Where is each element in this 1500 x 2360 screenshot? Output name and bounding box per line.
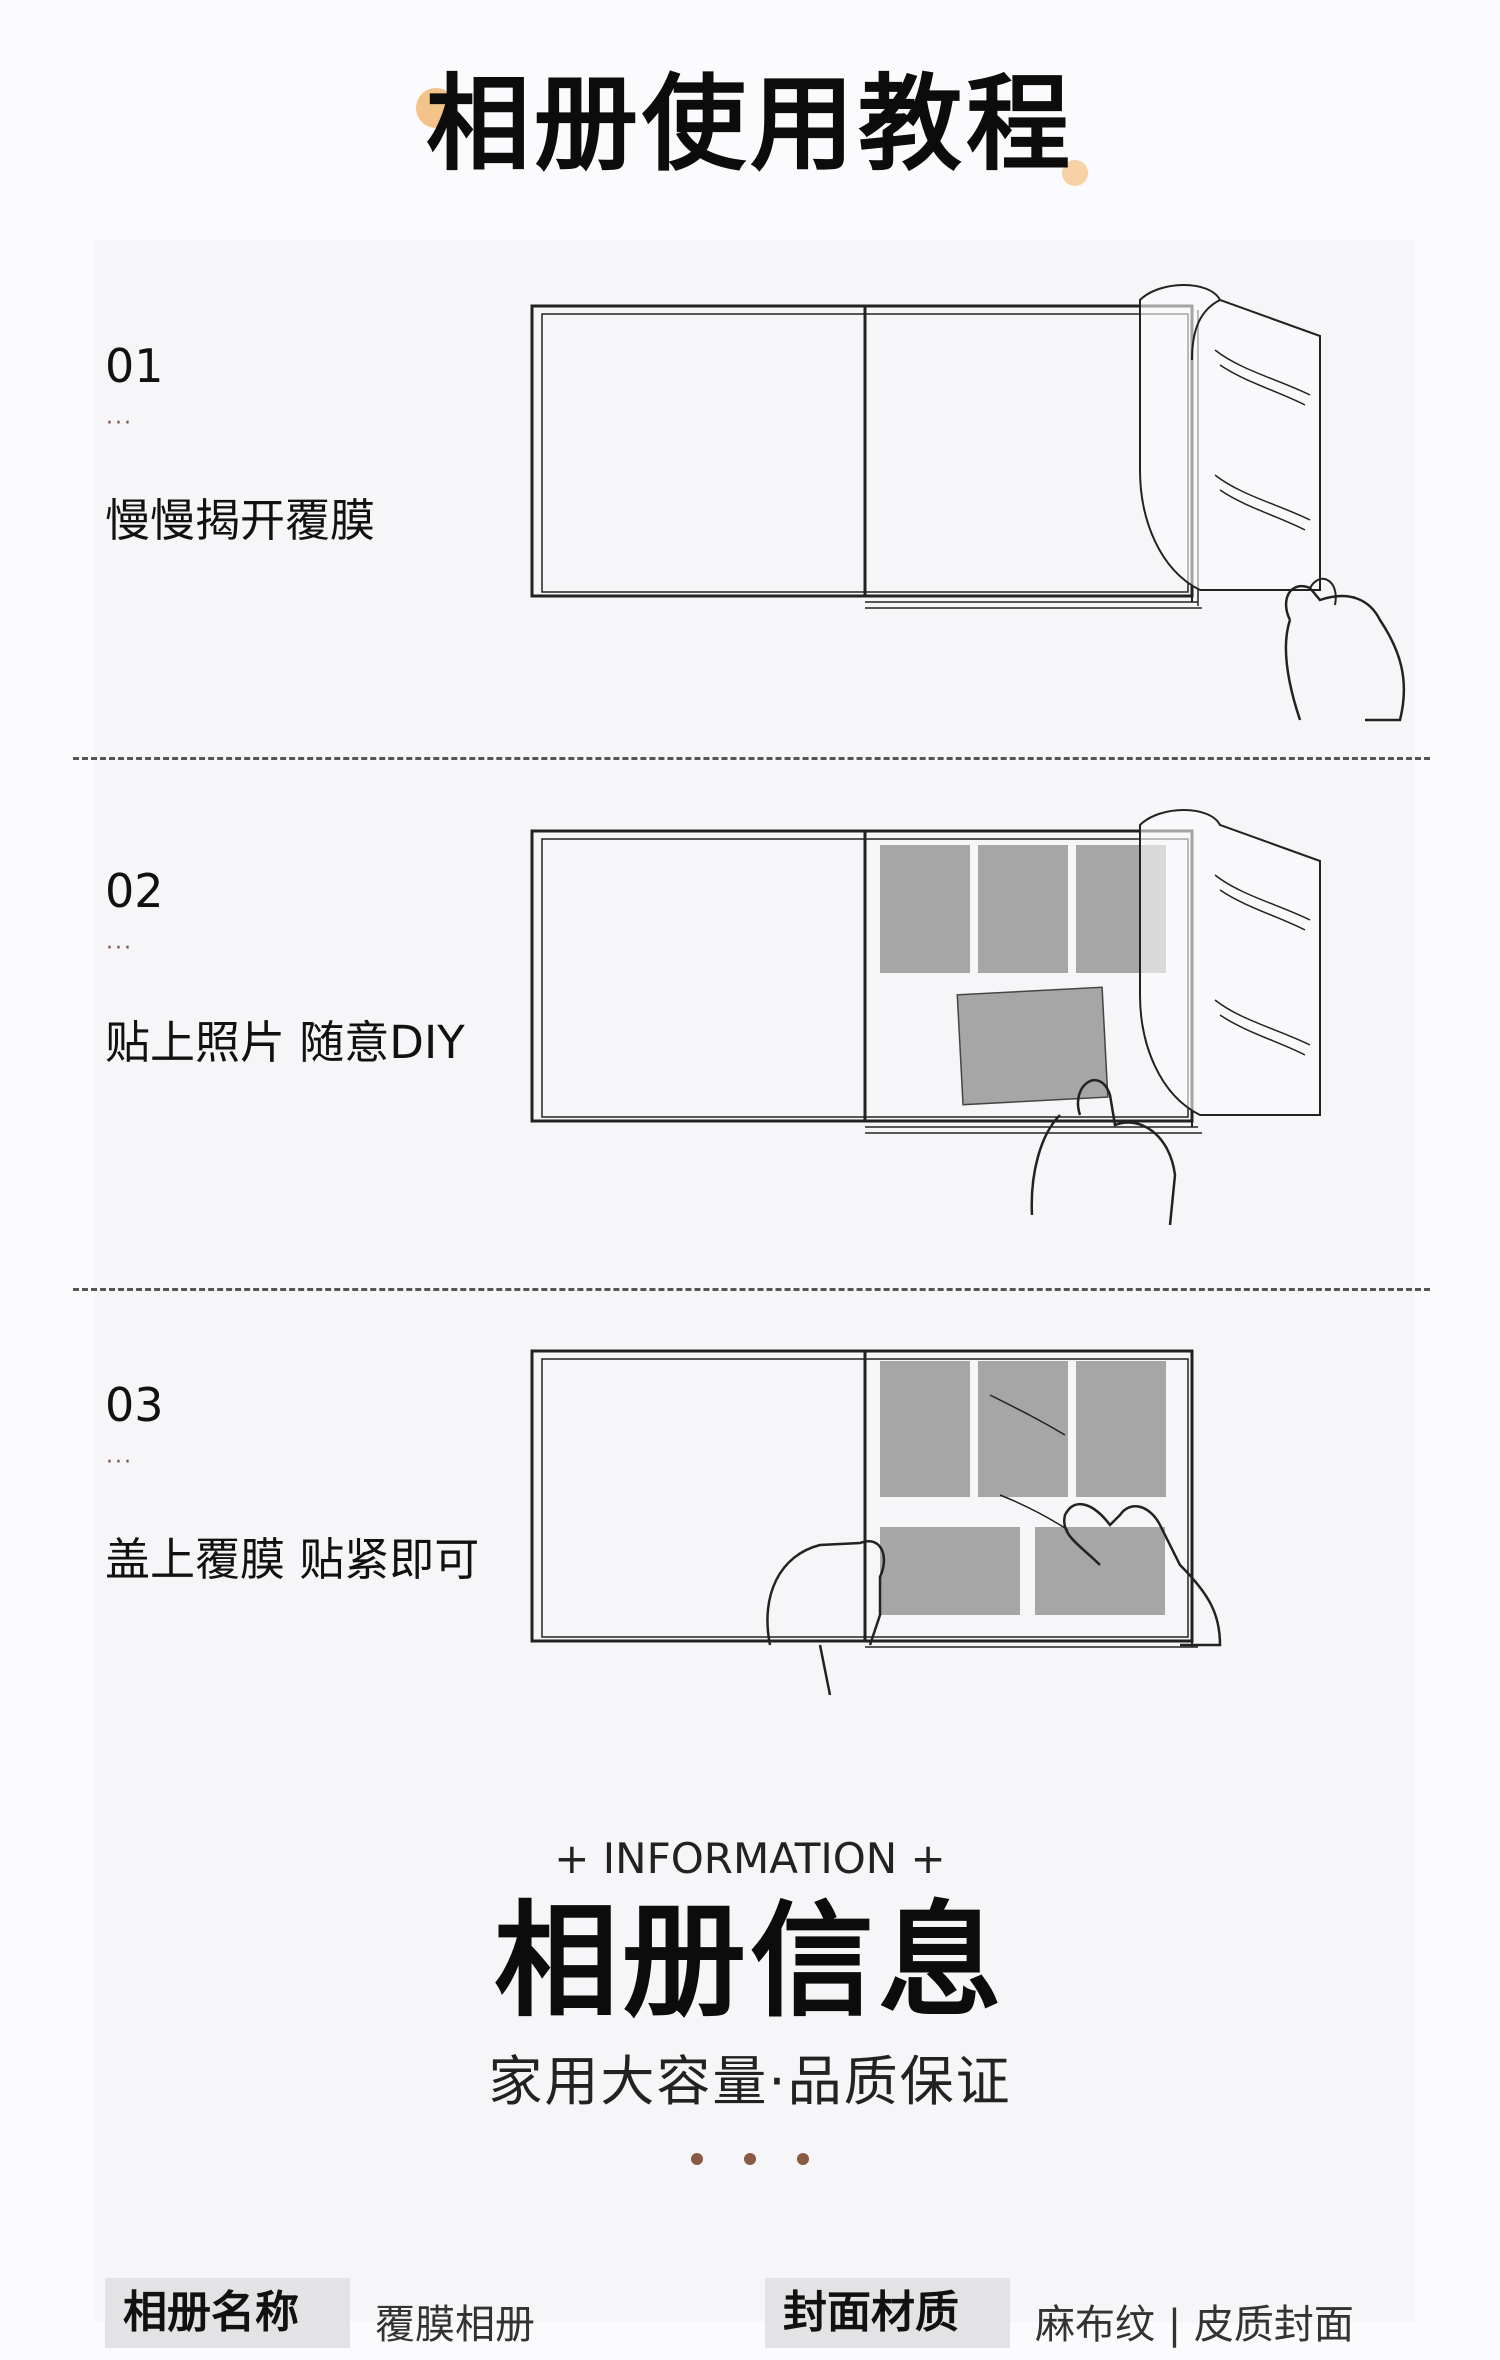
info-header: 相册信息: [0, 1900, 1500, 2032]
photo-placeholder: [978, 1361, 1068, 1497]
dot-icon: [797, 2153, 810, 2165]
spec-value-cover: 麻布纹 | 皮质封面: [1035, 2302, 1354, 2348]
dot-icon: [690, 2153, 703, 2165]
tutorial-header: 相册使用教程: [0, 72, 1500, 186]
step-1-number: 01: [105, 339, 164, 393]
step-1-text: 慢慢揭开覆膜: [105, 494, 376, 547]
spec-label-cover: 封面材质: [765, 2278, 1010, 2348]
step-1-illustration: [530, 284, 1406, 722]
spec-label-name: 相册名称: [105, 2278, 350, 2348]
tutorial-title-wrap: 相册使用教程: [415, 72, 1088, 186]
photo-placeholder: [880, 1361, 970, 1497]
tutorial-title: 相册使用教程: [425, 62, 1074, 185]
photo-placeholder: [1076, 1361, 1166, 1497]
step-3-text: 盖上覆膜 贴紧即可: [105, 1533, 480, 1586]
photo-placeholder: [978, 845, 1068, 973]
step-2-illustration: [530, 809, 1321, 1226]
step-3-illustration: [530, 1349, 1222, 1696]
photo-placeholder: [880, 845, 970, 973]
step-3-dots: ···: [106, 1450, 133, 1475]
decorative-dots: [0, 2150, 1500, 2169]
step-2-text: 贴上照片 随意DIY: [105, 1016, 465, 1069]
step-3-number: 03: [105, 1378, 164, 1432]
info-subtitle: 家用大容量·品质保证: [488, 2050, 1012, 2113]
info-title: 相册信息: [493, 1889, 1006, 2034]
info-title-wrap: 相册信息: [481, 1900, 1022, 2032]
section-divider: [73, 1288, 1430, 1291]
section-divider: [73, 757, 1430, 760]
photo-placeholder: [956, 986, 1109, 1106]
spec-value-name: 覆膜相册: [375, 2302, 535, 2348]
step-1-dots: ···: [106, 411, 133, 436]
photo-placeholder: [1035, 1527, 1165, 1615]
step-2-dots: ···: [106, 936, 133, 961]
photo-placeholder: [880, 1527, 1020, 1615]
step-2-number: 02: [105, 864, 164, 918]
info-eyebrow: + INFORMATION +: [554, 1834, 946, 1883]
dot-icon: [744, 2153, 756, 2165]
